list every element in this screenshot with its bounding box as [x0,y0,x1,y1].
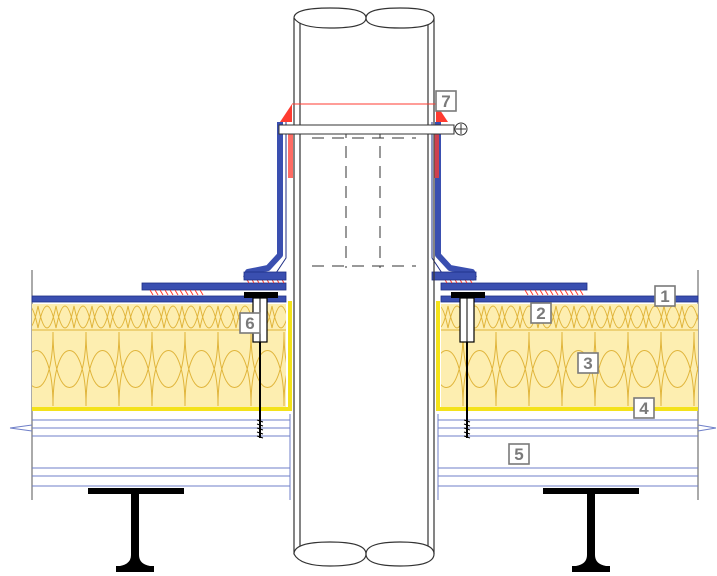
fastener-right [451,292,485,439]
insulation-right [441,304,698,408]
callout-6-label: 6 [245,314,254,333]
vapour-barrier [32,301,698,411]
callout-5-label: 5 [514,445,523,464]
pipe-flashing [243,122,477,279]
callout-6: 6 [239,312,261,334]
seal-red-sections [288,128,439,178]
steel-deck [9,414,717,500]
callout-5: 5 [508,443,530,465]
callout-2-label: 2 [536,304,545,323]
callout-4-label: 4 [639,399,649,418]
callout-1: 1 [654,285,676,307]
pipe [293,7,435,567]
callout-1-label: 1 [660,287,669,306]
cone-seal [280,103,448,122]
callout-3: 3 [577,352,599,374]
callout-3-label: 3 [583,354,592,373]
callout-7-label: 7 [441,92,450,111]
steel-beam-left [88,488,184,572]
insulation-left [32,304,286,408]
pipe-clamp [278,122,468,136]
flashing-flange [243,271,477,281]
callout-7: 7 [435,90,457,112]
hidden-lines [312,126,416,268]
roof-membrane [31,282,699,303]
callout-2: 2 [530,302,552,324]
callout-4: 4 [633,397,655,419]
steel-beam-right [543,488,639,572]
membrane-weld-marks [149,277,584,296]
